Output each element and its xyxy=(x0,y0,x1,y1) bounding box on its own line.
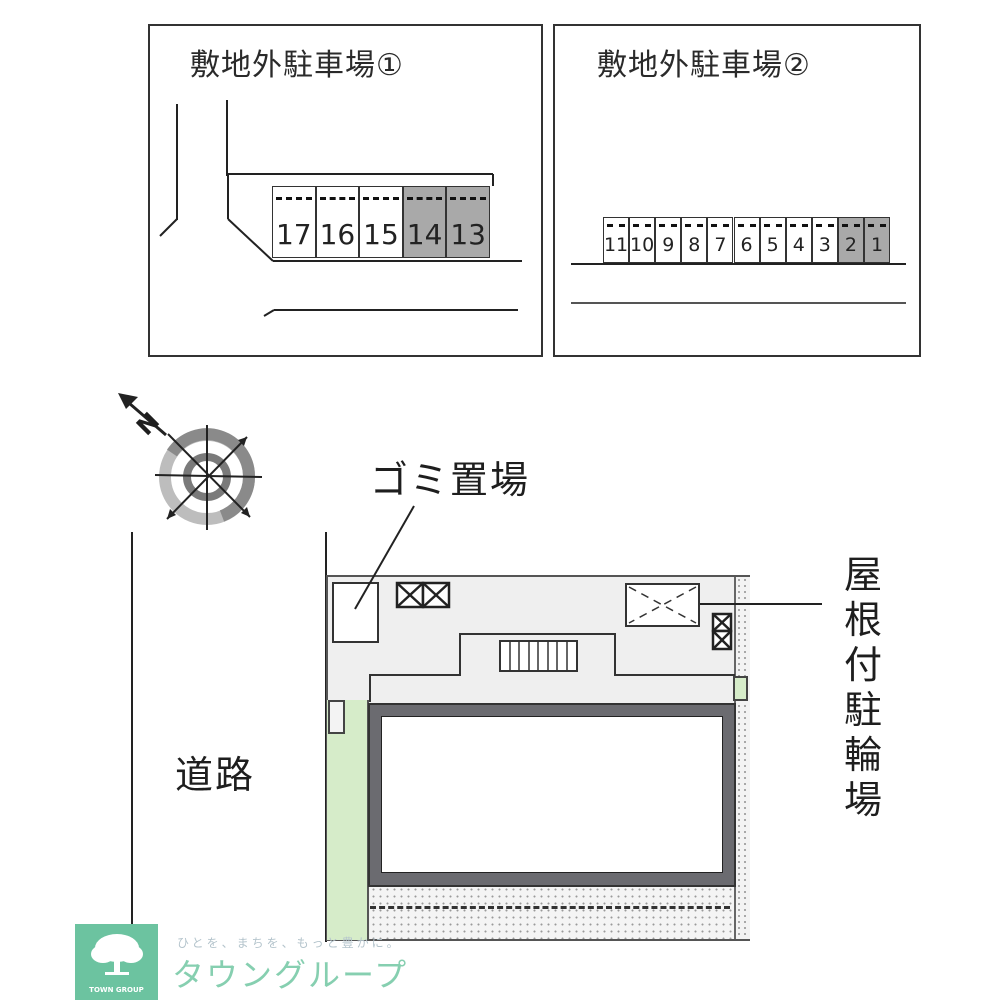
logo-name: タウングループ xyxy=(172,956,409,994)
stall-number: 8 xyxy=(688,234,701,256)
stall-dashed-line xyxy=(815,224,834,227)
road-line xyxy=(176,104,178,220)
parking-stall[interactable]: 14 xyxy=(402,186,447,258)
parking-stall[interactable]: 9 xyxy=(655,217,682,263)
green-patch-right xyxy=(733,676,748,701)
road-line xyxy=(571,302,906,304)
bicycle-label-char: 付 xyxy=(843,643,882,687)
stall-number: 11 xyxy=(603,234,629,256)
stall-number: 7 xyxy=(714,234,727,256)
utility-box xyxy=(328,700,345,734)
road-line xyxy=(571,263,906,265)
stall-dashed-line xyxy=(406,197,443,200)
gravel-area-bottom xyxy=(370,886,734,939)
stall-dashed-line xyxy=(685,224,704,227)
stall-number: 2 xyxy=(844,234,857,256)
parking-stall[interactable]: 5 xyxy=(759,217,786,263)
road-curve xyxy=(159,173,522,317)
stall-number: 13 xyxy=(450,218,486,251)
garbage-area-label: ゴミ置場 xyxy=(370,458,531,502)
stall-number: 5 xyxy=(766,234,779,256)
stall-number: 17 xyxy=(275,218,312,251)
parking-stall[interactable]: 2 xyxy=(837,217,864,263)
stall-dashed-line xyxy=(633,224,652,227)
parking-stall[interactable]: 8 xyxy=(681,217,708,263)
parking-lot-1-title: 敷地外駐車場① xyxy=(190,48,404,83)
parking-stall[interactable]: 4 xyxy=(785,217,812,263)
parking-stall[interactable]: 6 xyxy=(733,217,760,263)
parking-stall[interactable]: 1 xyxy=(864,217,891,263)
stall-number: 9 xyxy=(662,234,675,256)
logo-tagline: ひとを、まちを、もっと豊かに。 xyxy=(177,936,402,950)
parking-stall[interactable]: 16 xyxy=(315,186,360,258)
stall-number: 3 xyxy=(818,234,831,256)
parking-stall[interactable]: 10 xyxy=(629,217,656,263)
stall-dashed-line xyxy=(319,197,356,200)
road-edge-line xyxy=(131,532,133,982)
bicycle-label-char: 根 xyxy=(843,598,882,642)
stall-number: 1 xyxy=(871,234,884,256)
bicycle-label-char: 駐 xyxy=(843,688,882,732)
parking-stall[interactable]: 13 xyxy=(446,186,490,258)
parking-stall[interactable]: 3 xyxy=(811,217,838,263)
stall-dashed-line xyxy=(763,224,782,227)
building-interior xyxy=(381,716,723,873)
stall-dashed-line xyxy=(737,224,756,227)
bicycle-label-char: 輪 xyxy=(843,733,882,777)
stall-dashed-line xyxy=(711,224,730,227)
stall-number: 14 xyxy=(406,218,443,251)
town-group-logo-badge: TOWN GROUP xyxy=(75,924,158,1000)
green-strip-left xyxy=(327,700,369,940)
stall-dashed-line xyxy=(841,224,860,227)
dashed-boundary xyxy=(370,906,730,909)
road-line xyxy=(226,100,228,176)
bicycle-roof xyxy=(625,583,700,627)
stall-dashed-line xyxy=(607,224,626,227)
garbage-area-box[interactable] xyxy=(332,582,379,643)
compass-rose-icon xyxy=(118,393,263,530)
stall-dashed-line xyxy=(659,224,678,227)
stall-number: 15 xyxy=(363,218,399,251)
stall-number: 10 xyxy=(630,234,655,256)
stall-number: 6 xyxy=(740,234,753,256)
parking-stall[interactable]: 11 xyxy=(603,217,630,263)
stall-dashed-line xyxy=(450,197,486,200)
bicycle-label-char: 場 xyxy=(843,778,882,822)
parking-stall[interactable]: 17 xyxy=(272,186,316,258)
road-label: 道路 xyxy=(175,753,256,797)
stall-dashed-line xyxy=(868,224,887,227)
stall-number: 16 xyxy=(319,218,356,251)
tree-icon xyxy=(91,934,143,975)
stall-dashed-line xyxy=(363,197,399,200)
stall-dashed-line xyxy=(276,197,312,200)
parking-stall[interactable]: 7 xyxy=(707,217,734,263)
stall-dashed-line xyxy=(789,224,808,227)
parking-stall[interactable]: 15 xyxy=(359,186,403,258)
stall-number: 4 xyxy=(792,234,805,256)
bicycle-label-char: 屋 xyxy=(843,553,882,597)
bicycle-parking-label: 屋根付駐輪場 xyxy=(838,553,888,823)
logo-badge-text: TOWN GROUP xyxy=(89,986,144,994)
parking-lot-2-title: 敷地外駐車場② xyxy=(597,48,811,83)
